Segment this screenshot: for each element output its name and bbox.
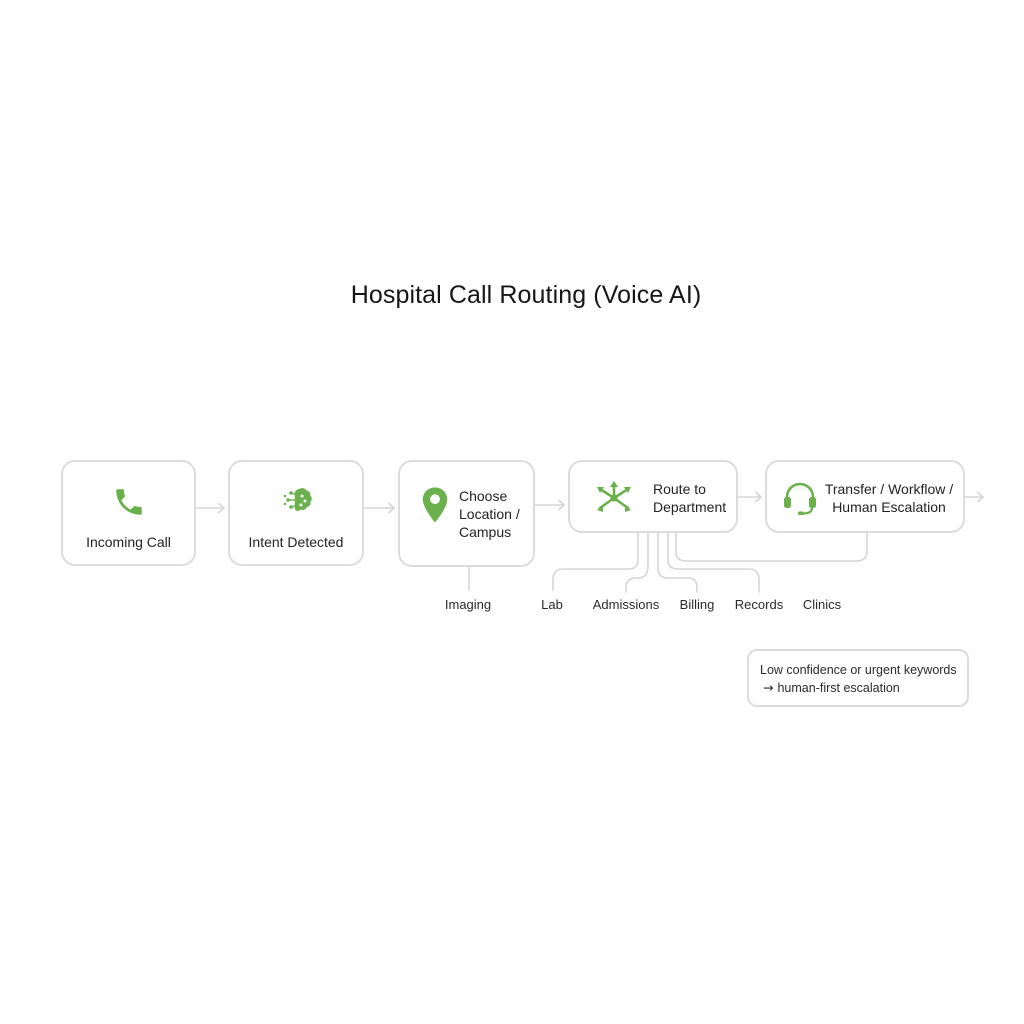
branch-line-billing (657, 532, 698, 593)
note-line-1: Low confidence or urgent keywords (760, 663, 957, 677)
flow-arrow-4 (737, 491, 762, 503)
flow-arrow-2 (363, 502, 395, 514)
node-label-line: Transfer / Workflow / (824, 481, 954, 497)
flow-arrow-1 (195, 502, 225, 514)
node-label-line: Department (653, 499, 727, 515)
node-label-route-to-department: Route to Department (653, 480, 737, 516)
node-route-to-department: Route to Department (568, 460, 738, 533)
node-label-transfer-escalation: Transfer / Workflow / Human Escalation (821, 480, 957, 516)
phone-icon (116, 489, 142, 515)
node-transfer-escalation: Transfer / Workflow / Human Escalation (765, 460, 965, 533)
headset-icon (784, 482, 816, 515)
flow-arrow-5 (964, 491, 984, 503)
node-label-line: Route to (653, 481, 706, 497)
diagram-title: Hospital Call Routing (Voice AI) (350, 281, 702, 309)
branch-line-records (667, 532, 760, 593)
escalation-note: Low confidence or urgent keywords →human… (747, 649, 969, 707)
node-label-line: Campus (459, 524, 512, 540)
node-label-line: Choose (459, 488, 508, 504)
routing-icon (597, 481, 631, 512)
branch-line-lab (552, 532, 639, 591)
branch-line-admissions (625, 532, 649, 593)
note-line-2-text: human-first escalation (777, 681, 900, 695)
location-pin-icon (422, 487, 448, 523)
branch-line-transfer-loop (675, 532, 868, 562)
department-label-admissions: Admissions (592, 597, 660, 612)
node-intent-detected: Intent Detected (228, 460, 364, 566)
department-label-clinics: Clinics (802, 597, 842, 612)
note-arrow: → (763, 680, 774, 695)
department-label-imaging: Imaging (444, 597, 492, 612)
node-label-intent-detected: Intent Detected (248, 534, 344, 550)
brain-icon (283, 488, 312, 511)
node-label-line: Location / (459, 506, 520, 522)
department-label-records: Records (734, 597, 784, 612)
node-label-choose-location: Choose Location / Campus (459, 487, 539, 541)
note-line-2: →human-first escalation (760, 679, 967, 697)
flow-arrow-3 (534, 499, 565, 511)
department-label-billing: Billing (679, 597, 715, 612)
node-incoming-call: Incoming Call (61, 460, 196, 566)
node-label-incoming-call: Incoming Call (86, 534, 171, 550)
node-choose-location: Choose Location / Campus (398, 460, 535, 567)
department-label-lab: Lab (541, 597, 563, 612)
node-label-line: Human Escalation (832, 499, 946, 515)
